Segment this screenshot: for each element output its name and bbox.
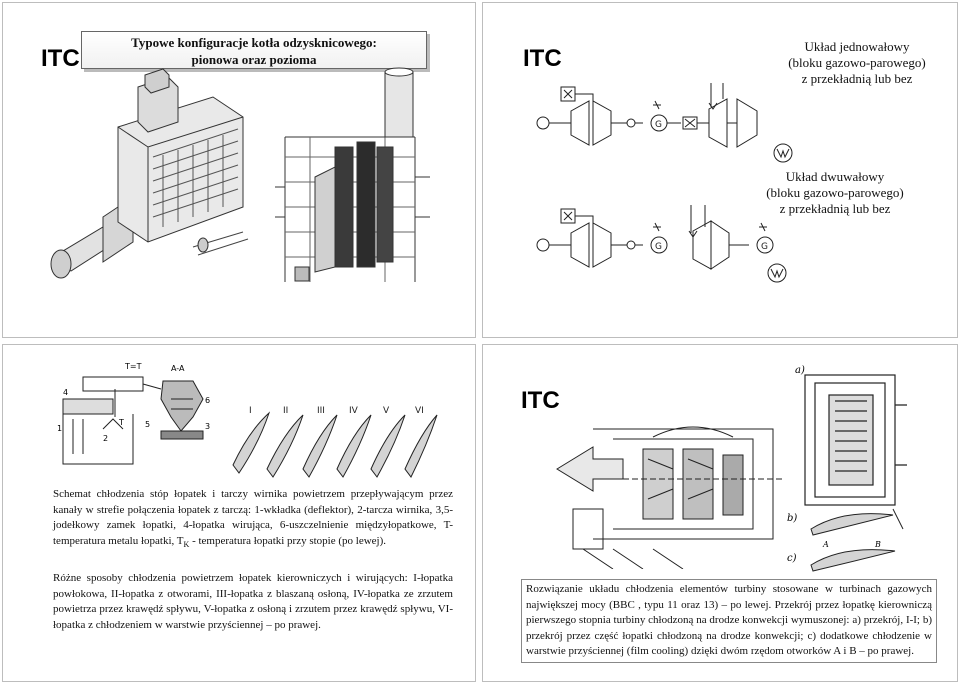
blade-label-VI: VI bbox=[415, 406, 424, 416]
blade-root-cooling-drawing: T=T A-A 1 2 3 4 5 6 T bbox=[57, 362, 210, 465]
itc-logo: ITC bbox=[521, 387, 560, 414]
slide-blade-cooling: T=T A-A 1 2 3 4 5 6 T I II III IV V VI S… bbox=[2, 344, 476, 682]
k-subscript: K bbox=[183, 539, 190, 549]
number-6: 6 bbox=[205, 396, 210, 405]
number-1: 1 bbox=[57, 424, 62, 433]
section-label: A-A bbox=[171, 364, 185, 373]
slide1-title: Typowe konfiguracje kotła odzysknicowego… bbox=[81, 31, 427, 69]
double-shaft-line1: Układ dwuwałowy bbox=[785, 169, 885, 184]
vane-section-a: a) bbox=[795, 365, 907, 506]
single-shaft-line3: z przekładnią lub bez bbox=[801, 71, 913, 86]
blade-label-III: III bbox=[317, 406, 325, 416]
label-a: a) bbox=[795, 365, 805, 376]
double-shaft-description: Układ dwuwałowy (bloku gazowo-parowego) … bbox=[745, 169, 925, 217]
single-shaft-description: Układ jednowałowy (bloku gazowo-parowego… bbox=[767, 39, 947, 87]
blade-profiles-drawing: I II III IV V VI bbox=[232, 406, 438, 478]
label-B: B bbox=[874, 540, 881, 549]
vertical-hrsg-illustration bbox=[275, 67, 430, 282]
itc-logo: ITC bbox=[523, 45, 562, 72]
label-b: b) bbox=[787, 513, 797, 524]
turbine-cooling-cross-section bbox=[556, 426, 783, 569]
blade-label-I: I bbox=[249, 406, 252, 416]
double-shaft-schematic: G G bbox=[536, 205, 774, 270]
single-shaft-schematic: G bbox=[536, 83, 758, 148]
vane-profile-b: b) bbox=[787, 508, 904, 536]
vane-profile-c: c) A B bbox=[787, 540, 896, 572]
single-shaft-motor bbox=[773, 143, 793, 163]
slide-shaft-configurations: ITC Układ jednowałowy (bloku gazowo-paro… bbox=[482, 2, 958, 338]
number-5: 5 bbox=[145, 420, 150, 429]
generator-label-2: G bbox=[655, 242, 662, 252]
blade-root-caption: Schemat chłodzenia stóp łopatek i tarczy… bbox=[53, 488, 453, 549]
k-label: T bbox=[118, 418, 124, 427]
number-2: 2 bbox=[103, 434, 108, 443]
generator-label: G bbox=[655, 120, 662, 130]
double-shaft-motor bbox=[767, 263, 787, 283]
blade-label-II: II bbox=[283, 406, 288, 416]
slide-turbine-cooling-system: ITC a) b) bbox=[482, 344, 958, 682]
single-shaft-line2: (bloku gazowo-parowego) bbox=[788, 55, 926, 70]
slide1-title-line2: pionowa oraz pozioma bbox=[191, 52, 317, 67]
label-c: c) bbox=[787, 553, 797, 564]
temp-label: T=T bbox=[124, 362, 142, 371]
itc-logo: ITC bbox=[41, 45, 80, 72]
blade-label-V: V bbox=[383, 406, 390, 416]
double-shaft-line2: (bloku gazowo-parowego) bbox=[766, 185, 904, 200]
number-3: 3 bbox=[205, 422, 210, 431]
blade-label-IV: IV bbox=[349, 406, 359, 416]
turbine-cooling-caption: Rozwiązanie układu chłodzenia elementów … bbox=[521, 579, 937, 663]
slide1-title-line1: Typowe konfiguracje kotła odzysknicowego… bbox=[131, 35, 377, 50]
blade-cooling-methods-caption: Różne sposoby chłodzenia powietrzem łopa… bbox=[53, 572, 453, 631]
horizontal-hrsg-illustration bbox=[50, 68, 249, 279]
single-shaft-line1: Układ jednowałowy bbox=[804, 39, 910, 54]
number-4: 4 bbox=[63, 388, 68, 397]
label-A: A bbox=[822, 540, 829, 549]
double-shaft-line3: z przekładnią lub bez bbox=[779, 201, 891, 216]
generator-label-3: G bbox=[761, 242, 768, 252]
slide-boiler-configurations: ITC Typowe konfiguracje kotła odzysknico… bbox=[2, 2, 476, 338]
